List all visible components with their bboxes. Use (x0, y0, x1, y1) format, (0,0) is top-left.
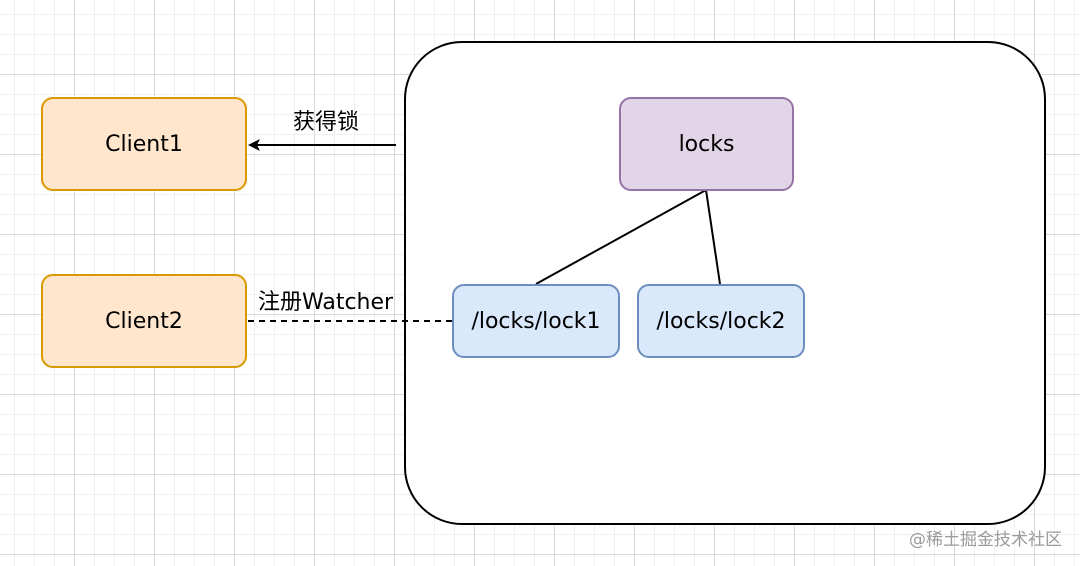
locks-label: locks (678, 131, 735, 157)
client2-node: Client2 (41, 274, 247, 368)
lock1-node: /locks/lock1 (452, 284, 620, 358)
lock2-label: /locks/lock2 (656, 308, 786, 334)
watermark-text: @稀土掘金技术社区 (909, 530, 1062, 550)
client1-label: Client1 (105, 131, 183, 157)
locks-node: locks (619, 97, 794, 191)
register-watcher-label: 注册Watcher (258, 290, 394, 315)
acquire-lock-label: 获得锁 (293, 110, 360, 135)
client1-node: Client1 (41, 97, 247, 191)
lock2-node: /locks/lock2 (637, 284, 805, 358)
lock1-label: /locks/lock1 (471, 308, 601, 334)
locks-to-lock1-edge (535, 189, 707, 285)
client2-label: Client2 (105, 308, 183, 334)
locks-to-lock2-edge (705, 189, 721, 285)
